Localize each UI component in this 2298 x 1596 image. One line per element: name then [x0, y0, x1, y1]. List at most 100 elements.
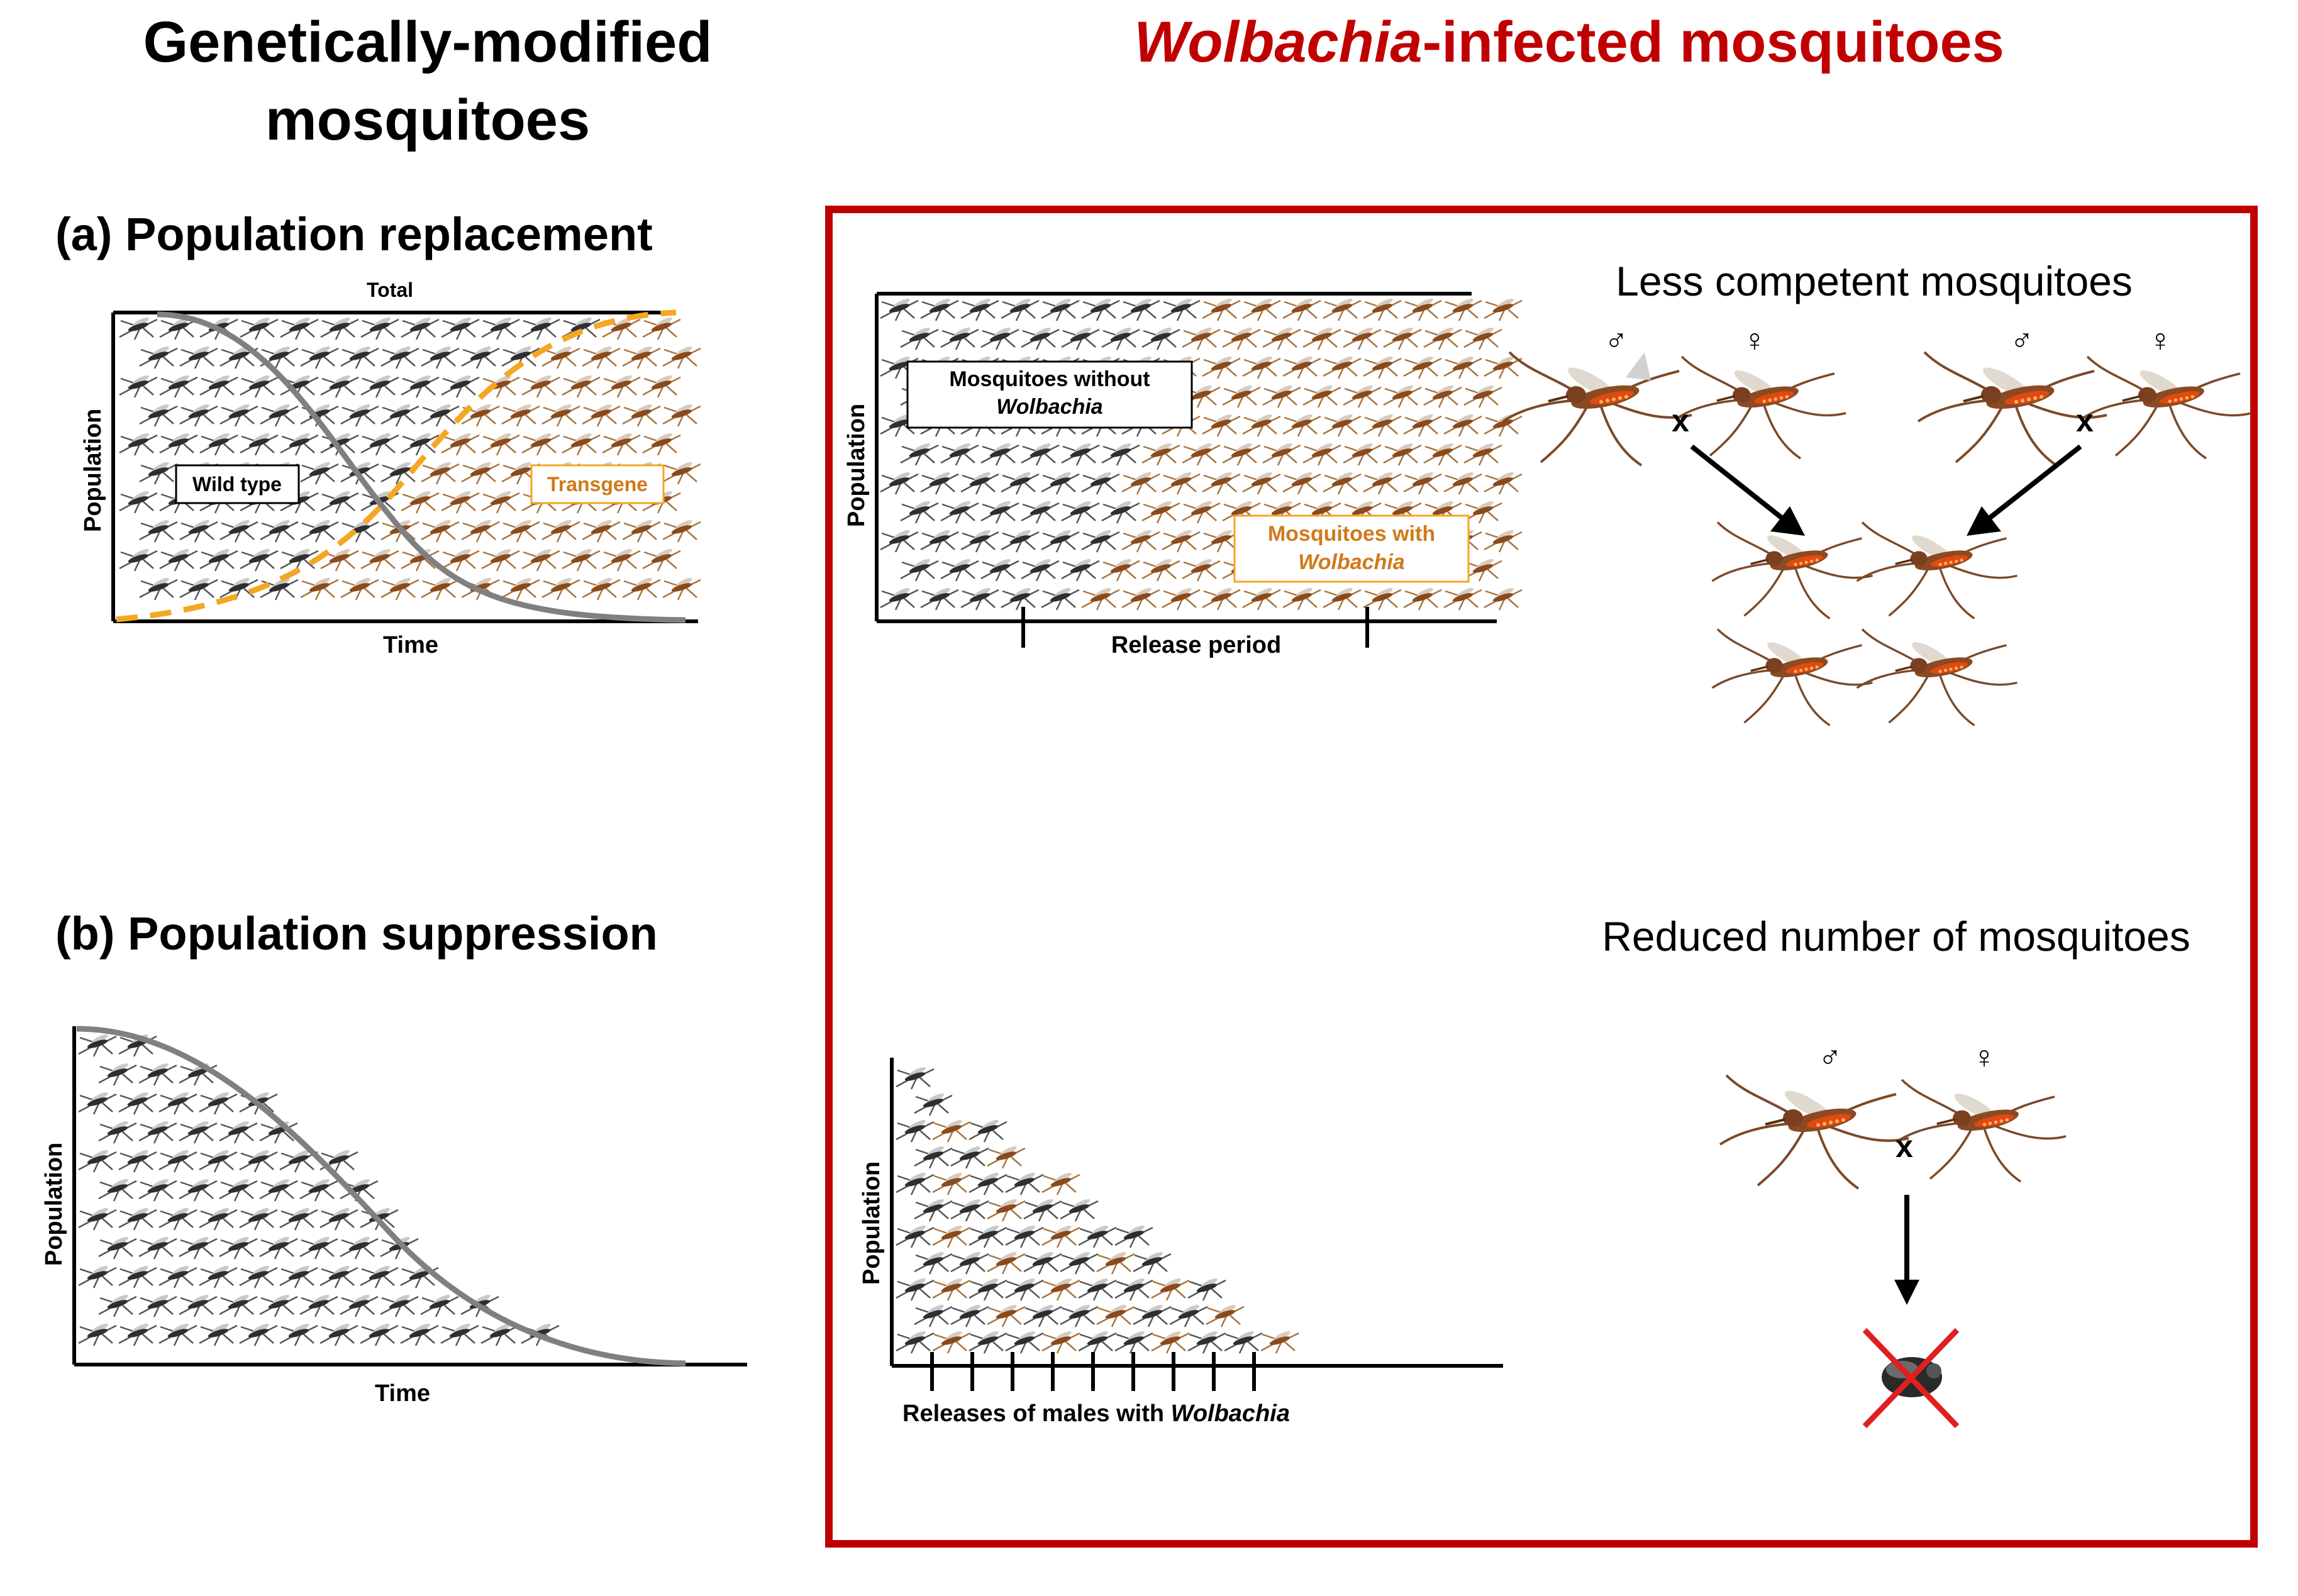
- background-mosquito: [299, 1292, 339, 1318]
- background-mosquito: [359, 1263, 399, 1289]
- background-mosquito: [460, 518, 501, 543]
- background-mosquito: [138, 575, 179, 601]
- panel-d-mosquito-field: [895, 1065, 1300, 1355]
- background-mosquito: [1040, 296, 1080, 322]
- background-mosquito: [1080, 296, 1121, 322]
- background-mosquito: [919, 585, 960, 611]
- background-mosquito: [662, 518, 702, 543]
- background-mosquito: [1282, 412, 1322, 438]
- background-mosquito: [1302, 325, 1342, 351]
- background-mosquito: [1362, 412, 1402, 438]
- background-mosquito: [399, 1321, 440, 1347]
- background-mosquito: [258, 1292, 299, 1318]
- background-mosquito: [1181, 499, 1221, 524]
- background-mosquito: [400, 489, 440, 514]
- background-mosquito: [1004, 1223, 1045, 1249]
- background-mosquito: [77, 1148, 118, 1173]
- background-mosquito: [1322, 585, 1362, 611]
- background-mosquito: [980, 325, 1020, 351]
- background-mosquito: [339, 1234, 379, 1260]
- cross3-female-symbol: ♀: [1972, 1039, 1996, 1075]
- background-mosquito: [960, 528, 1000, 553]
- background-mosquito: [1150, 1329, 1191, 1355]
- background-mosquito: [1362, 296, 1402, 322]
- background-mosquito: [1483, 296, 1523, 322]
- background-mosquito: [960, 470, 1000, 496]
- background-mosquito: [913, 1197, 953, 1222]
- background-mosquito: [1443, 354, 1483, 380]
- background-mosquito: [1483, 470, 1523, 496]
- background-mosquito: [1020, 499, 1060, 524]
- background-mosquito: [1282, 585, 1322, 611]
- background-mosquito: [218, 1292, 258, 1318]
- background-mosquito: [940, 557, 980, 582]
- background-mosquito: [158, 546, 199, 572]
- background-mosquito: [118, 1090, 158, 1116]
- background-mosquito: [1223, 1329, 1263, 1355]
- background-mosquito: [1161, 528, 1201, 553]
- background-mosquito: [199, 546, 239, 572]
- background-mosquito: [1096, 1250, 1136, 1275]
- background-mosquito: [521, 373, 561, 399]
- background-mosquito: [1101, 557, 1141, 582]
- background-mosquito: [1040, 585, 1080, 611]
- background-mosquito: [541, 575, 581, 601]
- background-mosquito: [662, 402, 702, 428]
- background-mosquito: [1020, 557, 1060, 582]
- background-mosquito: [1141, 499, 1181, 524]
- background-mosquito: [1443, 585, 1483, 611]
- background-mosquito: [641, 373, 682, 399]
- background-mosquito: [879, 296, 919, 322]
- background-mosquito: [178, 1292, 218, 1318]
- background-mosquito: [895, 1276, 935, 1302]
- panel-a-y-label: Population: [80, 409, 106, 532]
- background-mosquito: [980, 499, 1020, 524]
- background-mosquito: [299, 518, 340, 543]
- background-mosquito: [1121, 528, 1161, 553]
- background-mosquito: [1000, 470, 1040, 496]
- background-mosquito: [950, 1250, 990, 1275]
- background-mosquito: [1362, 354, 1402, 380]
- release-ticks: [930, 1352, 1256, 1391]
- background-mosquito: [198, 1148, 238, 1173]
- background-mosquito: [138, 460, 179, 485]
- background-mosquito: [259, 402, 299, 428]
- background-mosquito: [662, 344, 702, 370]
- panel-b-x-label: Time: [375, 1380, 430, 1407]
- background-mosquito: [541, 518, 581, 543]
- panel-a-transgene-box: [530, 464, 665, 504]
- background-mosquito: [1201, 296, 1241, 322]
- offspring-mosquito-4: [1855, 628, 2019, 727]
- background-mosquito: [97, 1119, 138, 1144]
- background-mosquito: [1443, 470, 1483, 496]
- background-mosquito: [158, 1090, 198, 1116]
- background-mosquito: [440, 373, 480, 399]
- background-mosquito: [118, 1321, 158, 1347]
- background-mosquito: [118, 373, 158, 399]
- background-mosquito: [97, 1061, 138, 1087]
- cross1-female-symbol: ♀: [1743, 323, 1767, 358]
- background-mosquito: [1322, 412, 1362, 438]
- cross3-x-symbol: x: [1896, 1129, 1913, 1164]
- background-mosquito: [279, 1205, 319, 1231]
- background-mosquito: [198, 1321, 238, 1347]
- background-mosquito: [1077, 1329, 1118, 1355]
- less-competent-title: Less competent mosquitoes: [1616, 258, 2133, 304]
- background-mosquito: [1282, 296, 1322, 322]
- background-mosquito: [259, 518, 299, 543]
- background-mosquito: [1205, 1302, 1245, 1328]
- panel-b-title: (b) Population suppression: [55, 907, 658, 960]
- background-mosquito: [1241, 412, 1282, 438]
- background-mosquito: [219, 402, 259, 428]
- reduced-number-title: Reduced number of mosquitoes: [1602, 913, 2190, 960]
- background-mosquito: [1040, 528, 1080, 553]
- background-mosquito: [238, 1205, 279, 1231]
- background-mosquito: [118, 489, 158, 514]
- background-mosquito: [1322, 470, 1362, 496]
- background-mosquito: [601, 373, 641, 399]
- background-mosquito: [1382, 325, 1423, 351]
- background-mosquito: [662, 460, 702, 485]
- background-mosquito: [913, 1302, 953, 1328]
- background-mosquito: [561, 546, 601, 572]
